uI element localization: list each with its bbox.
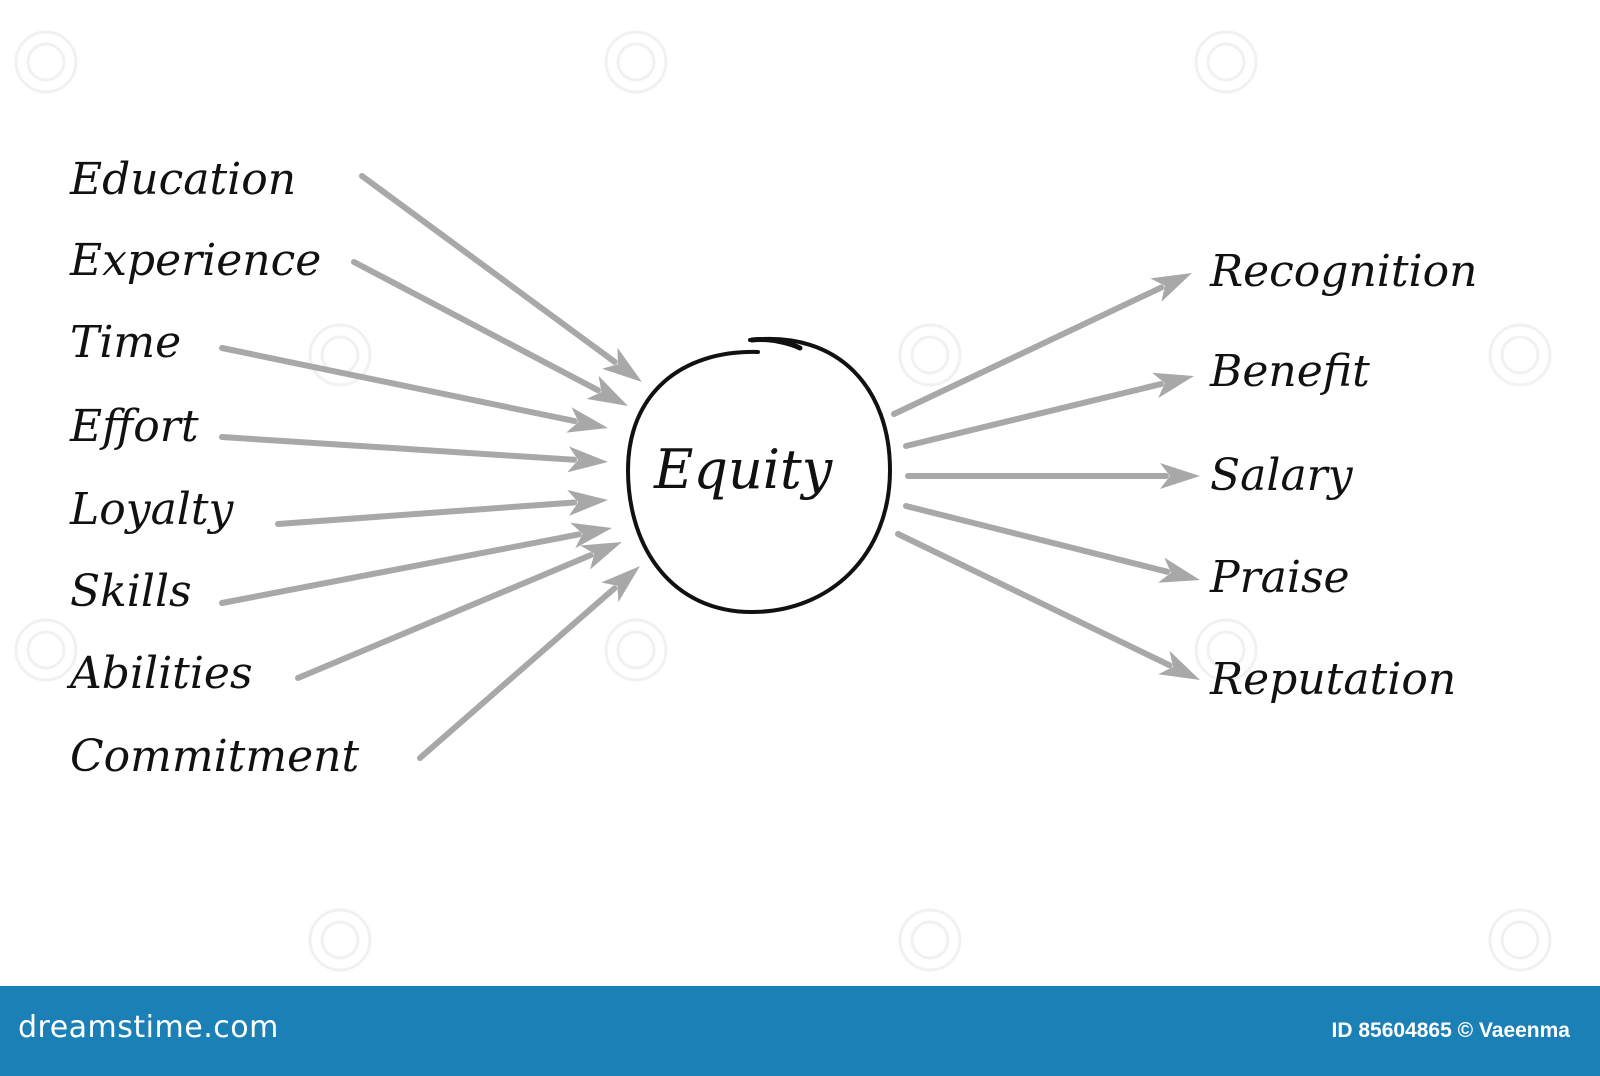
input-arrow-loyalty bbox=[275, 489, 608, 527]
output-arrow-benefit bbox=[903, 372, 1194, 449]
input-arrow-time-head bbox=[566, 407, 608, 433]
input-arrow-commitment-head bbox=[601, 566, 640, 603]
output-label-praise: Praise bbox=[1210, 552, 1350, 603]
watermark-layer bbox=[14, 30, 1552, 972]
input-arrow-abilities bbox=[295, 542, 622, 681]
input-arrow-education-shaft bbox=[359, 173, 618, 365]
output-label-recognition: Recognition bbox=[1210, 246, 1478, 297]
output-arrow-salary-head bbox=[1160, 463, 1200, 489]
center-label: Equity bbox=[654, 438, 833, 501]
output-arrow-praise bbox=[903, 503, 1200, 583]
input-arrow-time-shaft bbox=[219, 345, 578, 425]
input-arrow-skills-head bbox=[570, 522, 612, 549]
input-arrow-experience-shaft bbox=[351, 259, 601, 394]
output-arrow-reputation bbox=[895, 531, 1200, 680]
input-label-effort: Effort bbox=[70, 401, 199, 452]
output-label-reputation: Reputation bbox=[1210, 654, 1457, 705]
input-label-abilities: Abilities bbox=[70, 648, 253, 699]
input-arrow-skills bbox=[219, 522, 612, 606]
output-arrow-recognition bbox=[891, 273, 1192, 417]
input-arrow-effort bbox=[219, 434, 608, 473]
input-arrow-experience-head bbox=[586, 375, 628, 406]
output-arrow-recognition-shaft bbox=[891, 284, 1165, 417]
output-arrow-reputation-head bbox=[1158, 650, 1200, 680]
footer-brand[interactable]: dreamstime.com bbox=[18, 1010, 279, 1045]
output-arrow-recognition-head bbox=[1150, 273, 1192, 302]
output-arrow-praise-head bbox=[1158, 557, 1200, 583]
output-label-salary: Salary bbox=[1210, 450, 1353, 501]
input-arrow-commitment bbox=[417, 566, 640, 761]
output-arrow-praise-shaft bbox=[903, 503, 1171, 575]
footer-credit: ID 85604865 © Vaeenma bbox=[1331, 1019, 1570, 1042]
output-arrow-salary bbox=[905, 463, 1200, 489]
input-arrow-education bbox=[359, 173, 642, 382]
input-arrow-abilities-head bbox=[580, 542, 622, 570]
arrow-layer bbox=[219, 173, 1200, 761]
output-arrow-benefit-shaft bbox=[903, 381, 1164, 449]
output-arrow-reputation-shaft bbox=[895, 531, 1173, 669]
input-arrow-experience bbox=[351, 259, 628, 406]
input-arrow-time bbox=[219, 345, 608, 433]
input-arrow-commitment-shaft bbox=[417, 585, 618, 761]
input-label-time: Time bbox=[70, 317, 182, 368]
input-arrow-effort-shaft bbox=[219, 434, 578, 463]
input-arrow-loyalty-shaft bbox=[275, 499, 578, 527]
equity-circle bbox=[625, 336, 893, 615]
input-label-commitment: Commitment bbox=[70, 731, 360, 782]
input-label-loyalty: Loyalty bbox=[70, 484, 234, 535]
output-arrow-benefit-head bbox=[1152, 372, 1194, 399]
input-arrow-education-head bbox=[602, 347, 642, 382]
equity-diagram bbox=[14, 30, 1552, 972]
input-label-skills: Skills bbox=[70, 566, 192, 617]
input-label-education: Education bbox=[70, 154, 297, 205]
footer-bar: dreamstime.com ID 85604865 © Vaeenma bbox=[0, 986, 1600, 1076]
output-label-benefit: Benefit bbox=[1210, 346, 1370, 397]
input-arrow-abilities-shaft bbox=[295, 552, 594, 681]
input-arrow-effort-head bbox=[567, 446, 608, 473]
input-arrow-skills-shaft bbox=[219, 531, 582, 606]
input-label-experience: Experience bbox=[70, 235, 322, 286]
input-arrow-loyalty-head bbox=[567, 489, 608, 516]
